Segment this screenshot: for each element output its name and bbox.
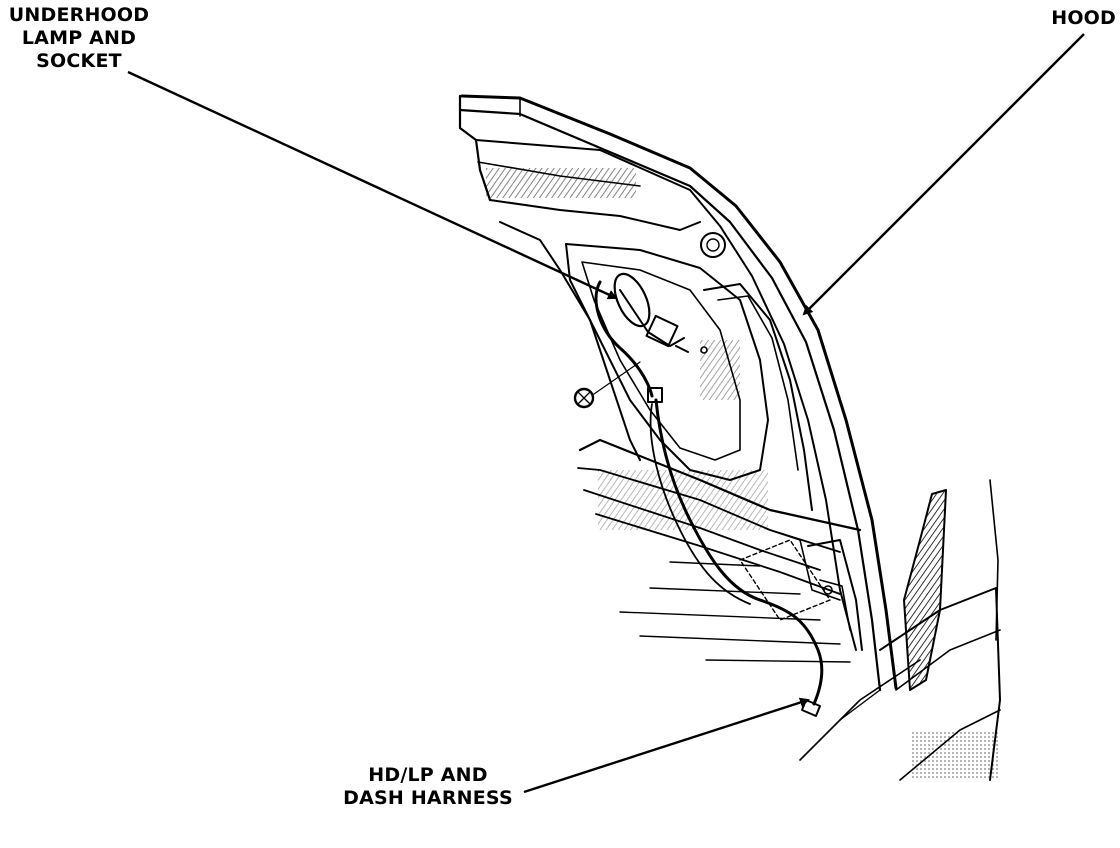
leader-harness: [523, 697, 810, 794]
label-hood: HOOD: [1046, 7, 1116, 30]
leader-lines: [127, 33, 1085, 794]
label-line: HOOD: [1051, 7, 1116, 29]
hood-inner-frame: [475, 139, 857, 651]
underhood-lamp: [613, 272, 708, 354]
hood-hinge: [739, 539, 863, 651]
label-harness: HD/LP AND DASH HARNESS: [340, 764, 516, 810]
label-line: HD/LP AND: [368, 764, 488, 786]
label-line: SOCKET: [36, 50, 122, 72]
fender-body: [799, 479, 1001, 781]
label-line: UNDERHOOD: [8, 4, 150, 26]
leader-lamp: [127, 70, 618, 300]
label-line: LAMP AND: [21, 27, 137, 49]
label-line: DASH HARNESS: [343, 787, 513, 809]
mounting-screw: [573, 361, 641, 409]
label-underhood-lamp: UNDERHOOD LAMP AND SOCKET: [6, 4, 152, 73]
leader-hood: [802, 33, 1085, 316]
hood-lower-crossmember: [577, 438, 862, 601]
